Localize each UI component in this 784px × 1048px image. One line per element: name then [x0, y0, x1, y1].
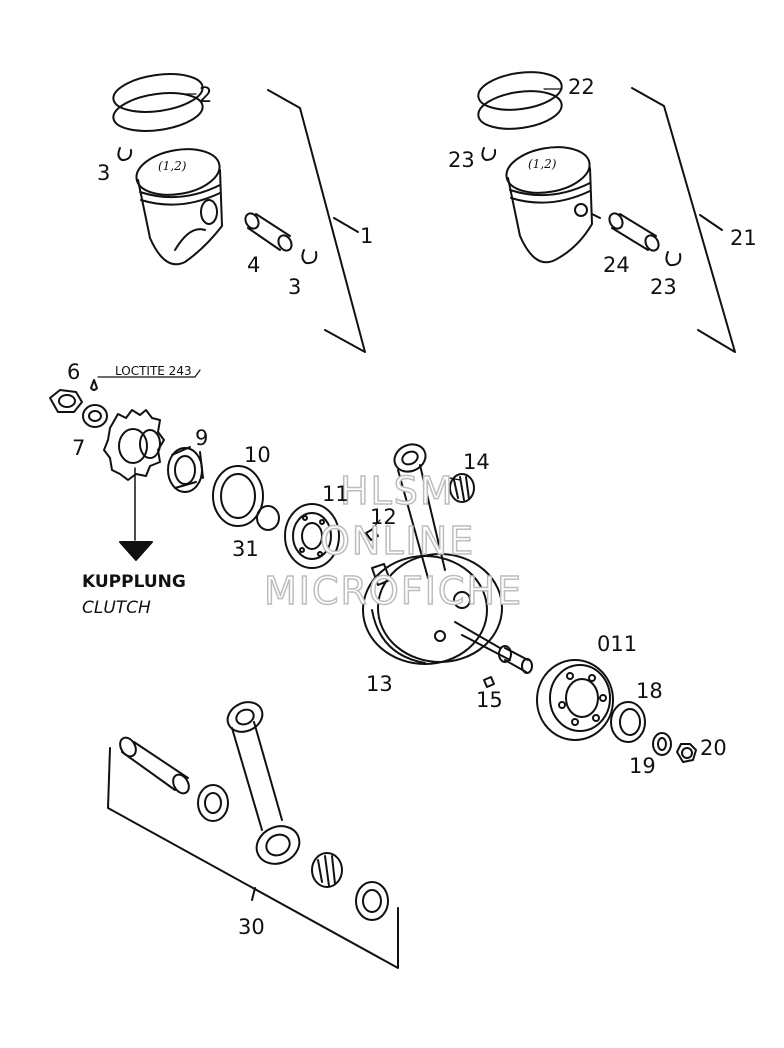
- piston-rings-right: [477, 71, 563, 130]
- washer-7: [82, 404, 108, 428]
- callout-15: 15: [476, 688, 503, 712]
- callout-21: 21: [730, 226, 757, 250]
- callout-13: 13: [366, 672, 393, 696]
- loctite-note: LOCTITE 243: [115, 364, 192, 378]
- rod-kit-washer-bottom: [355, 881, 389, 921]
- bracket-21: [631, 87, 736, 353]
- loctite-drop: [90, 379, 98, 391]
- callout-30: 30: [238, 915, 265, 939]
- callout-9: 9: [195, 426, 209, 450]
- bearing-11: [284, 503, 340, 569]
- piston-rings-left: [112, 73, 204, 132]
- rod-kit-pin: [119, 736, 190, 795]
- needle-bearing-14: [449, 473, 475, 503]
- clutch-label-german: KUPPLUNG: [82, 572, 186, 592]
- seal-10: [212, 465, 264, 527]
- clutch-arrow-head: [119, 541, 153, 561]
- watermark-line-2: ONLINE: [319, 519, 476, 563]
- seal-18: [610, 701, 646, 743]
- callout-19: 19: [629, 754, 656, 778]
- piston-pin-right: [608, 212, 660, 252]
- callout-23-top: 23: [448, 148, 475, 172]
- washer-19: [652, 732, 672, 756]
- callout-3-top: 3: [97, 161, 111, 185]
- rod-kit-needle-bearing: [311, 852, 343, 888]
- callout-12: 12: [370, 505, 397, 529]
- callout-18: 18: [636, 679, 663, 703]
- callout-24: 24: [603, 253, 630, 277]
- callout-20: 20: [700, 736, 727, 760]
- piston-right: [505, 146, 601, 264]
- bracket-1: [267, 89, 366, 353]
- nut-6: [49, 389, 83, 413]
- callout-7: 7: [72, 436, 86, 460]
- rod-kit-connecting-rod: [226, 701, 301, 865]
- key-15: [483, 676, 495, 688]
- gear-8: [103, 409, 165, 481]
- circlips-left: [117, 147, 318, 265]
- callout-011: 011: [597, 632, 638, 656]
- bearing-011: [536, 659, 614, 741]
- piston-mark-right: (1,2): [528, 157, 557, 171]
- clutch-label-english: CLUTCH: [82, 598, 151, 618]
- callout-3-bottom: 3: [288, 275, 302, 299]
- piston-mark-left: (1,2): [158, 159, 187, 173]
- callout-6: 6: [67, 360, 81, 384]
- piston-left: [135, 148, 223, 266]
- rod-kit-washer-top: [197, 784, 229, 822]
- connecting-rod-crank: [393, 443, 446, 579]
- crankshaft-13: [362, 553, 533, 674]
- leader-lines: [182, 88, 563, 531]
- callout-31: 31: [232, 537, 259, 561]
- callout-11: 11: [322, 482, 349, 506]
- callout-10: 10: [244, 443, 271, 467]
- bracket-30: [107, 747, 399, 969]
- callout-4: 4: [247, 253, 261, 277]
- loctite-leader: [97, 369, 201, 378]
- watermark-line-1: HLSM: [339, 469, 455, 513]
- callout-22: 22: [568, 75, 595, 99]
- callout-1: 1: [360, 224, 374, 248]
- callout-2: 2: [199, 83, 213, 107]
- nut-20: [676, 743, 697, 763]
- watermark-line-3: MICROFICHE: [263, 569, 524, 613]
- circlips-right: [481, 147, 682, 267]
- bearing-9: [167, 446, 204, 493]
- o-ring-31: [256, 505, 280, 531]
- piston-pin-left: [244, 212, 293, 252]
- callout-23-bottom: 23: [650, 275, 677, 299]
- callout-14: 14: [463, 450, 490, 474]
